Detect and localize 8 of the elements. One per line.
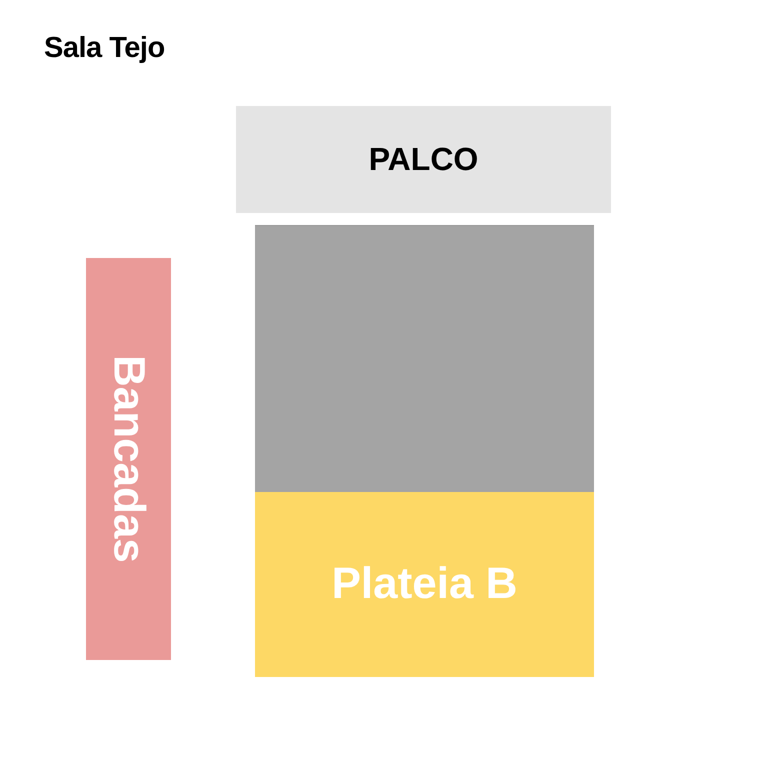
- section-label: Bancadas: [104, 355, 153, 563]
- section-label: Plateia B: [332, 560, 518, 609]
- seating-block: [86, 258, 171, 660]
- stage-label: PALCO: [368, 142, 478, 178]
- seating-block: [255, 492, 594, 677]
- diagram-title: Sala Tejo: [44, 31, 165, 66]
- seating-block: [255, 225, 594, 492]
- stage-area: [236, 106, 611, 213]
